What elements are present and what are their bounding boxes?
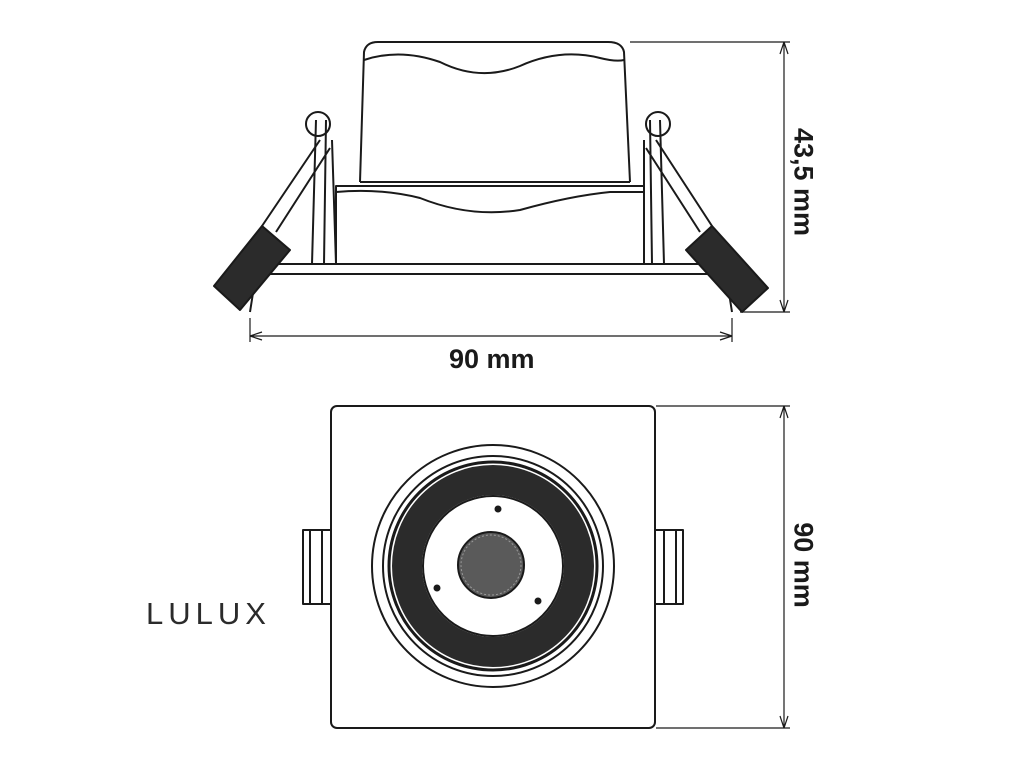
left-clip-post	[311, 119, 337, 265]
screw-dot-left	[433, 584, 441, 592]
right-spring-arm	[645, 139, 713, 233]
left-side-tab	[302, 529, 332, 605]
dim-height-arrow-bottom	[779, 299, 789, 313]
screw-dot-right	[534, 597, 542, 605]
dim-front-arrow-top	[779, 405, 789, 419]
housing-lower	[335, 185, 645, 265]
right-spring-tab	[685, 225, 769, 313]
inner-ring	[422, 495, 564, 637]
width-dimension-label: 90 mm	[449, 344, 535, 374]
housing-lower-curve	[335, 189, 644, 214]
dim-front-arrow-bottom	[779, 715, 789, 729]
front-view	[302, 405, 684, 729]
brand-logo-text: LULUX	[146, 596, 271, 631]
left-side-tab-shade	[309, 530, 323, 604]
left-spring-arm	[261, 139, 331, 233]
right-clip-hinge	[645, 111, 671, 137]
outer-ring-inner	[382, 455, 604, 677]
screw-dot-top	[494, 505, 502, 513]
dim-width-arrow-right	[719, 331, 733, 341]
front-height-dimension-label: 90 mm	[788, 522, 819, 608]
led-lens-texture	[460, 534, 522, 596]
dim-lines-front	[656, 405, 790, 729]
left-spring-tab	[213, 225, 291, 311]
right-clip-post	[643, 119, 665, 265]
side-view	[213, 41, 769, 313]
height-dimension-label: 43,5 mm	[788, 127, 819, 237]
reflector-band	[392, 465, 594, 667]
housing-curve	[363, 53, 625, 75]
dim-lines-side	[249, 41, 790, 342]
led-lens	[457, 531, 525, 599]
outer-ring	[371, 444, 615, 688]
right-side-tab-shade	[663, 530, 677, 604]
left-clip-hinge	[305, 111, 331, 137]
right-side-tab	[654, 529, 684, 605]
housing-top	[359, 41, 631, 183]
dim-width-arrow-left	[249, 331, 263, 341]
reflector-ring	[387, 460, 599, 672]
dim-height-arrow-top	[779, 41, 789, 55]
